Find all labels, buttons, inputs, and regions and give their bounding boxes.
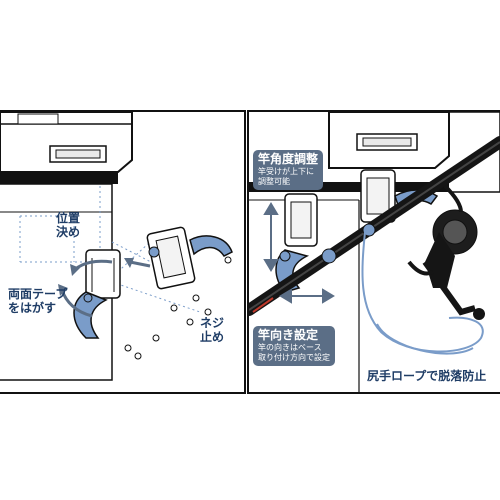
direction-arrow	[279, 288, 335, 304]
loose-holder	[146, 226, 233, 290]
screw-icons	[124, 256, 232, 360]
installation-drawing	[0, 112, 233, 381]
usage-panel: 竿角度調整 竿受けが上下に 調整可能 竿向き設定 竿の向きはベース 取り付け方向…	[247, 110, 500, 394]
angle-adjust-desc-2: 調整可能	[258, 177, 290, 186]
usage-drawing	[249, 112, 500, 392]
direction-setting-desc-2: 取り付け方向で設定	[258, 353, 330, 362]
direction-setting-desc-1: 竿の向きはベース	[258, 343, 322, 352]
angle-arrow	[263, 202, 279, 272]
angle-adjust-title: 竿角度調整	[258, 152, 319, 166]
position-label: 位置 決め	[56, 211, 81, 239]
rope-caption: 尻手ロープで脱落防止	[367, 369, 487, 383]
direction-setting-title: 竿向き設定	[258, 328, 319, 342]
angle-adjust-desc-1: 竿受けが上下に	[258, 167, 314, 176]
installation-panel: 位置 決め 両面テープ をはがす ネジ 止め	[0, 110, 246, 394]
guide-lines	[19, 186, 201, 313]
tape-label: 両面テープ をはがす	[8, 287, 68, 315]
mounted-holder	[73, 249, 121, 339]
fishing-rod	[249, 136, 500, 316]
product-illustration: 位置 決め 両面テープ をはがす ネジ 止め	[0, 110, 500, 394]
fishing-reel	[407, 184, 485, 320]
direction-setting-tag: 竿向き設定 竿の向きはベース 取り付け方向で設定	[253, 326, 335, 366]
angle-adjust-tag: 竿角度調整 竿受けが上下に 調整可能	[253, 150, 324, 190]
safety-rope	[361, 231, 484, 355]
screw-label: ネジ 止め	[200, 316, 225, 344]
holder-front	[275, 193, 318, 293]
